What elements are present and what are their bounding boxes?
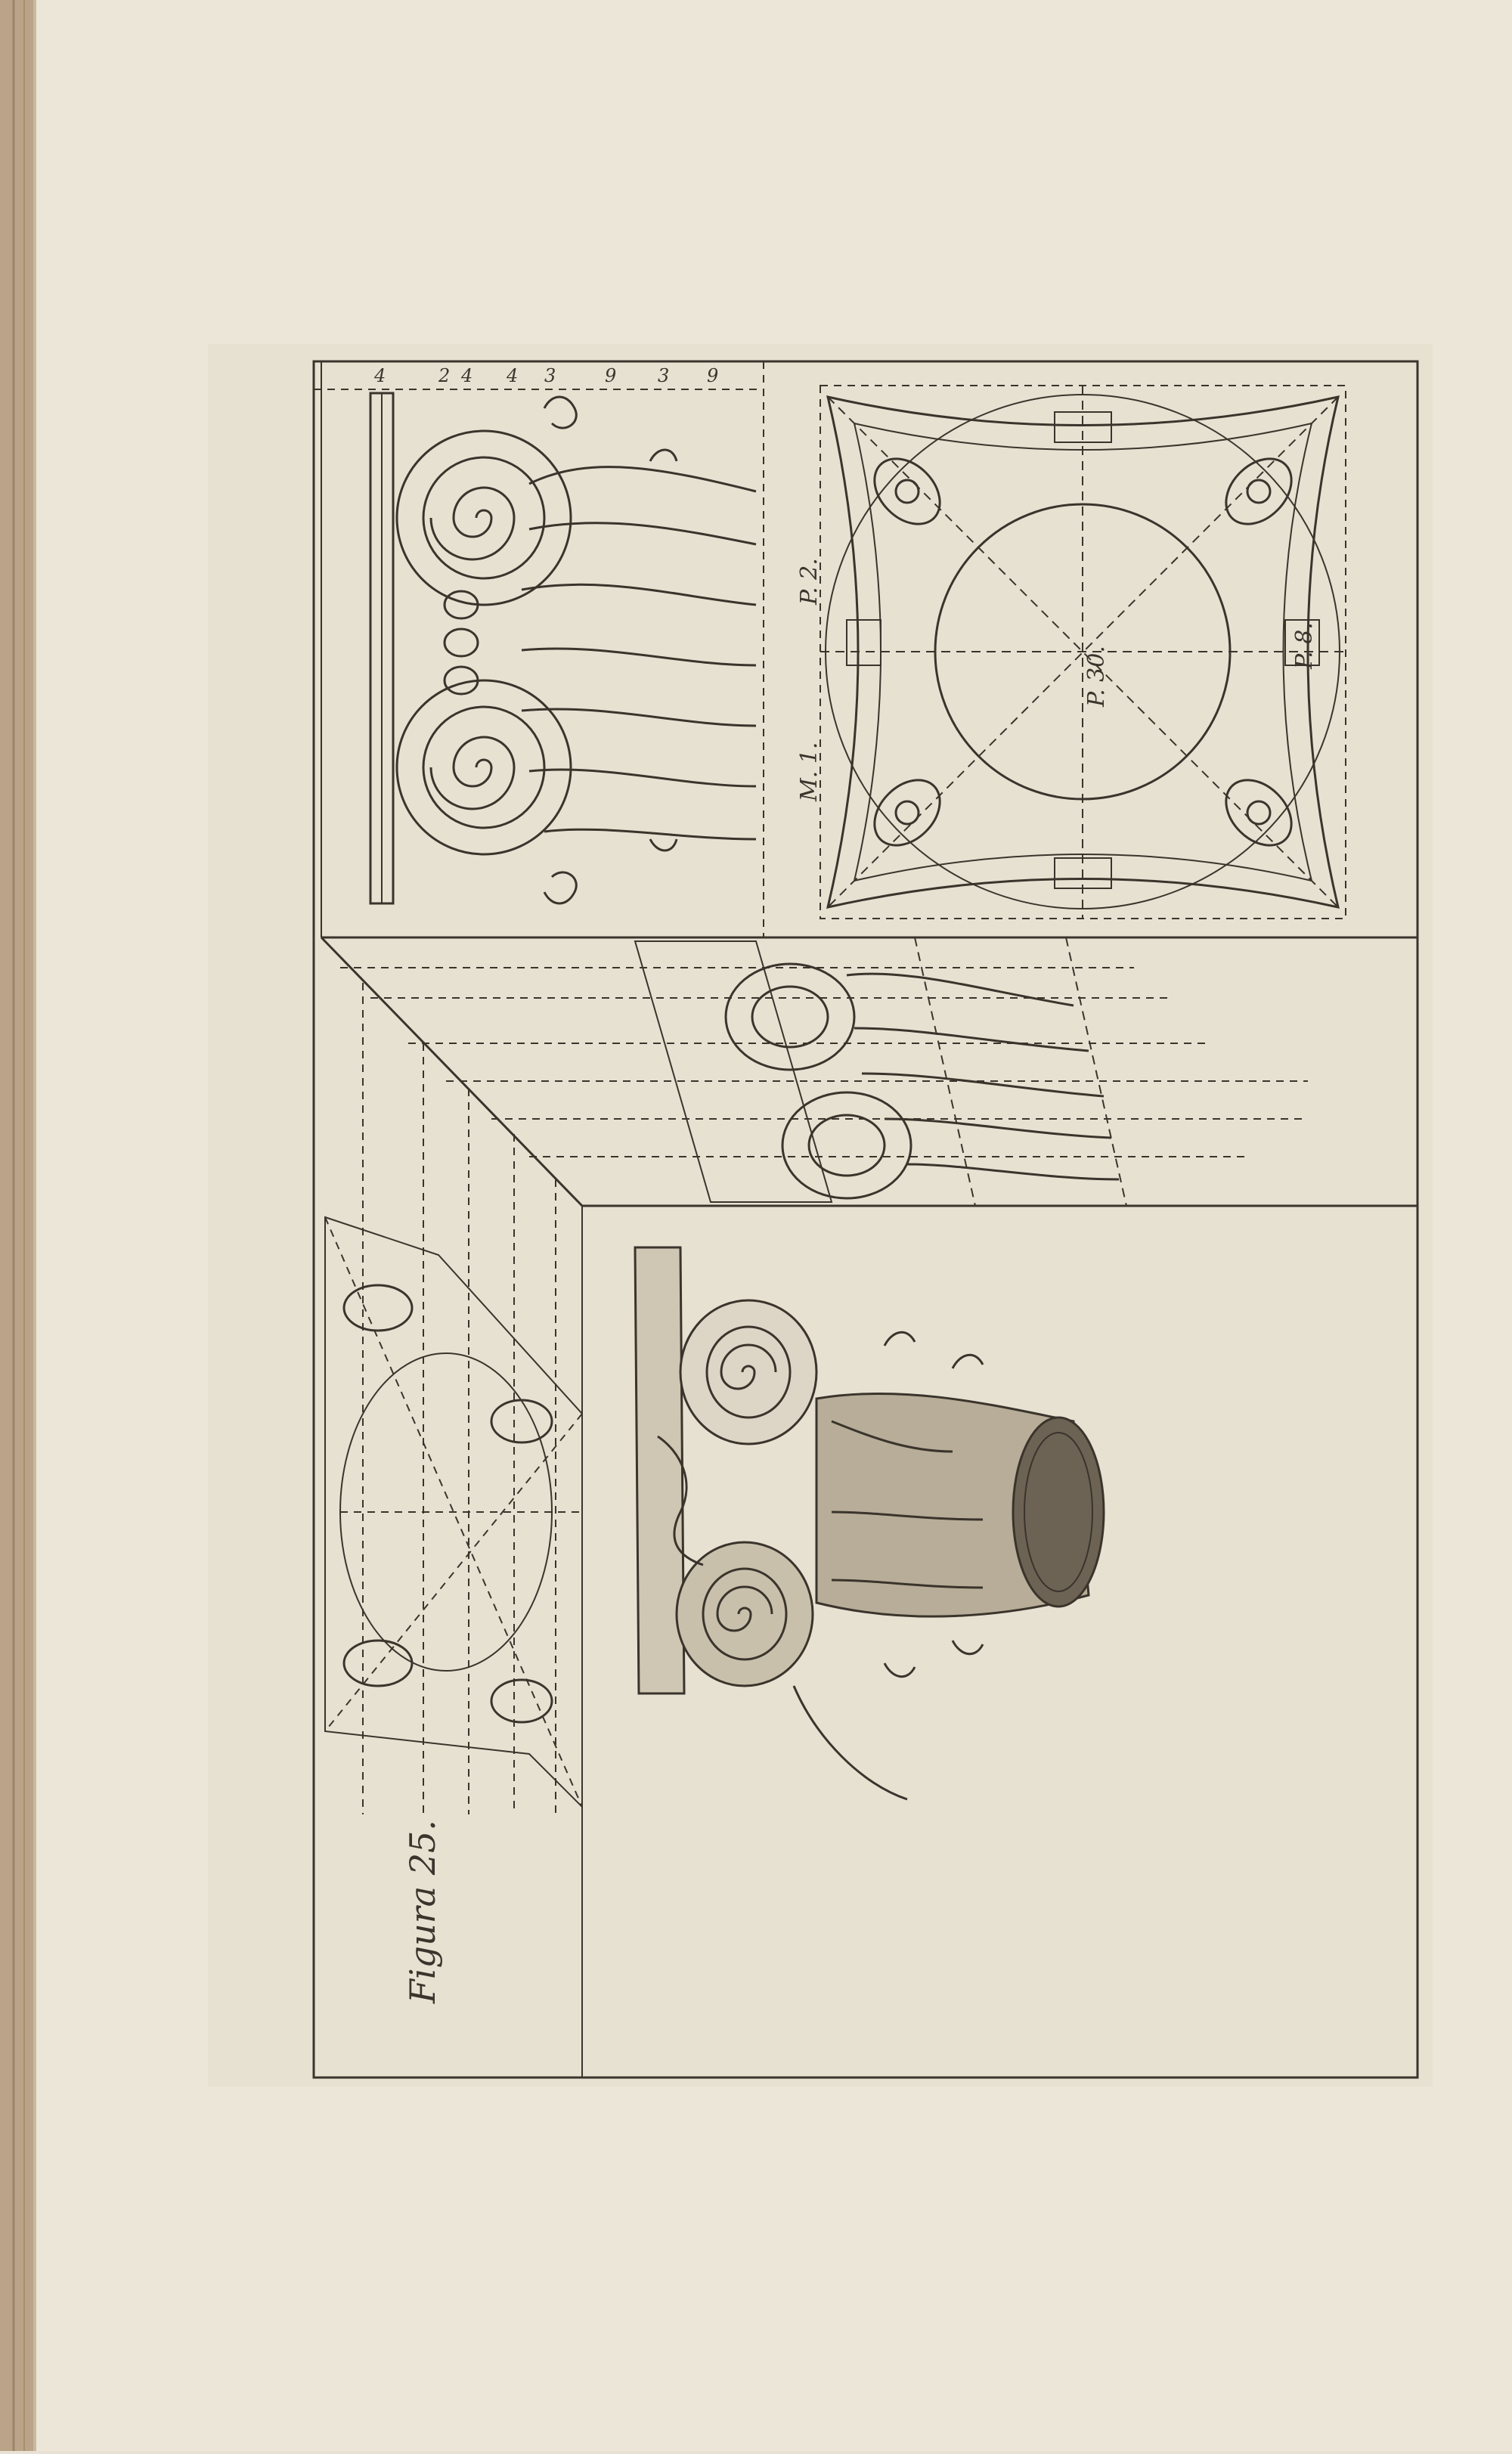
scale-mark: 2	[438, 365, 450, 386]
sheared-capital	[634, 940, 1120, 1203]
plan-label-m1: M. 1.	[796, 742, 823, 802]
scale-mark: 4	[373, 365, 386, 386]
scale-mark: 3	[544, 365, 556, 386]
scale-bar: 4 2 4 4 3 9 3 9	[373, 365, 718, 386]
shaded-capital	[634, 1246, 1105, 1801]
scale-mark: 4	[506, 365, 518, 386]
perspective-construction	[320, 936, 1308, 1814]
capital-plan	[820, 385, 1346, 919]
scale-mark: 4	[460, 365, 472, 386]
perspective-plan	[324, 1216, 583, 1809]
scale-mark: 9	[707, 365, 718, 386]
plate-frame	[312, 360, 1419, 2079]
page-edge	[0, 0, 35, 2451]
capital-elevation	[314, 361, 764, 937]
plan-label-p2: P. 2.	[796, 558, 823, 606]
scale-mark: 3	[658, 365, 669, 386]
plan-label-p30: P. 30.	[1083, 646, 1110, 708]
scale-mark: 9	[605, 365, 616, 386]
figure-caption: Figura 25.	[402, 1820, 443, 2004]
plan-label-p8: P. 8.	[1291, 622, 1318, 670]
